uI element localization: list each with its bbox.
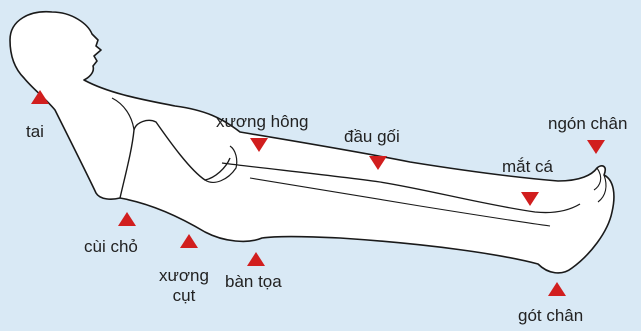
marker-xuong-cut — [180, 234, 198, 248]
label-ngon-chan: ngón chân — [548, 114, 627, 134]
label-mat-ca: mắt cá — [502, 157, 553, 177]
label-xuong-cut: xương cụt — [154, 266, 214, 306]
marker-ban-toa — [247, 252, 265, 266]
label-xuong-hong: xương hông — [216, 112, 308, 132]
label-dau-goi: đầu gối — [344, 127, 400, 147]
label-xuong-cut-line1: xương — [154, 266, 214, 286]
marker-got-chan — [548, 282, 566, 296]
body-silhouette — [10, 12, 614, 273]
label-tai: tai — [26, 122, 44, 142]
marker-ngon-chan — [587, 140, 605, 154]
marker-cui-cho — [118, 212, 136, 226]
label-ban-toa: bàn tọa — [225, 272, 282, 292]
label-xuong-cut-line2: cụt — [154, 286, 214, 306]
label-got-chan: gót chân — [518, 306, 583, 326]
label-cui-cho: cùi chỏ — [84, 237, 138, 257]
